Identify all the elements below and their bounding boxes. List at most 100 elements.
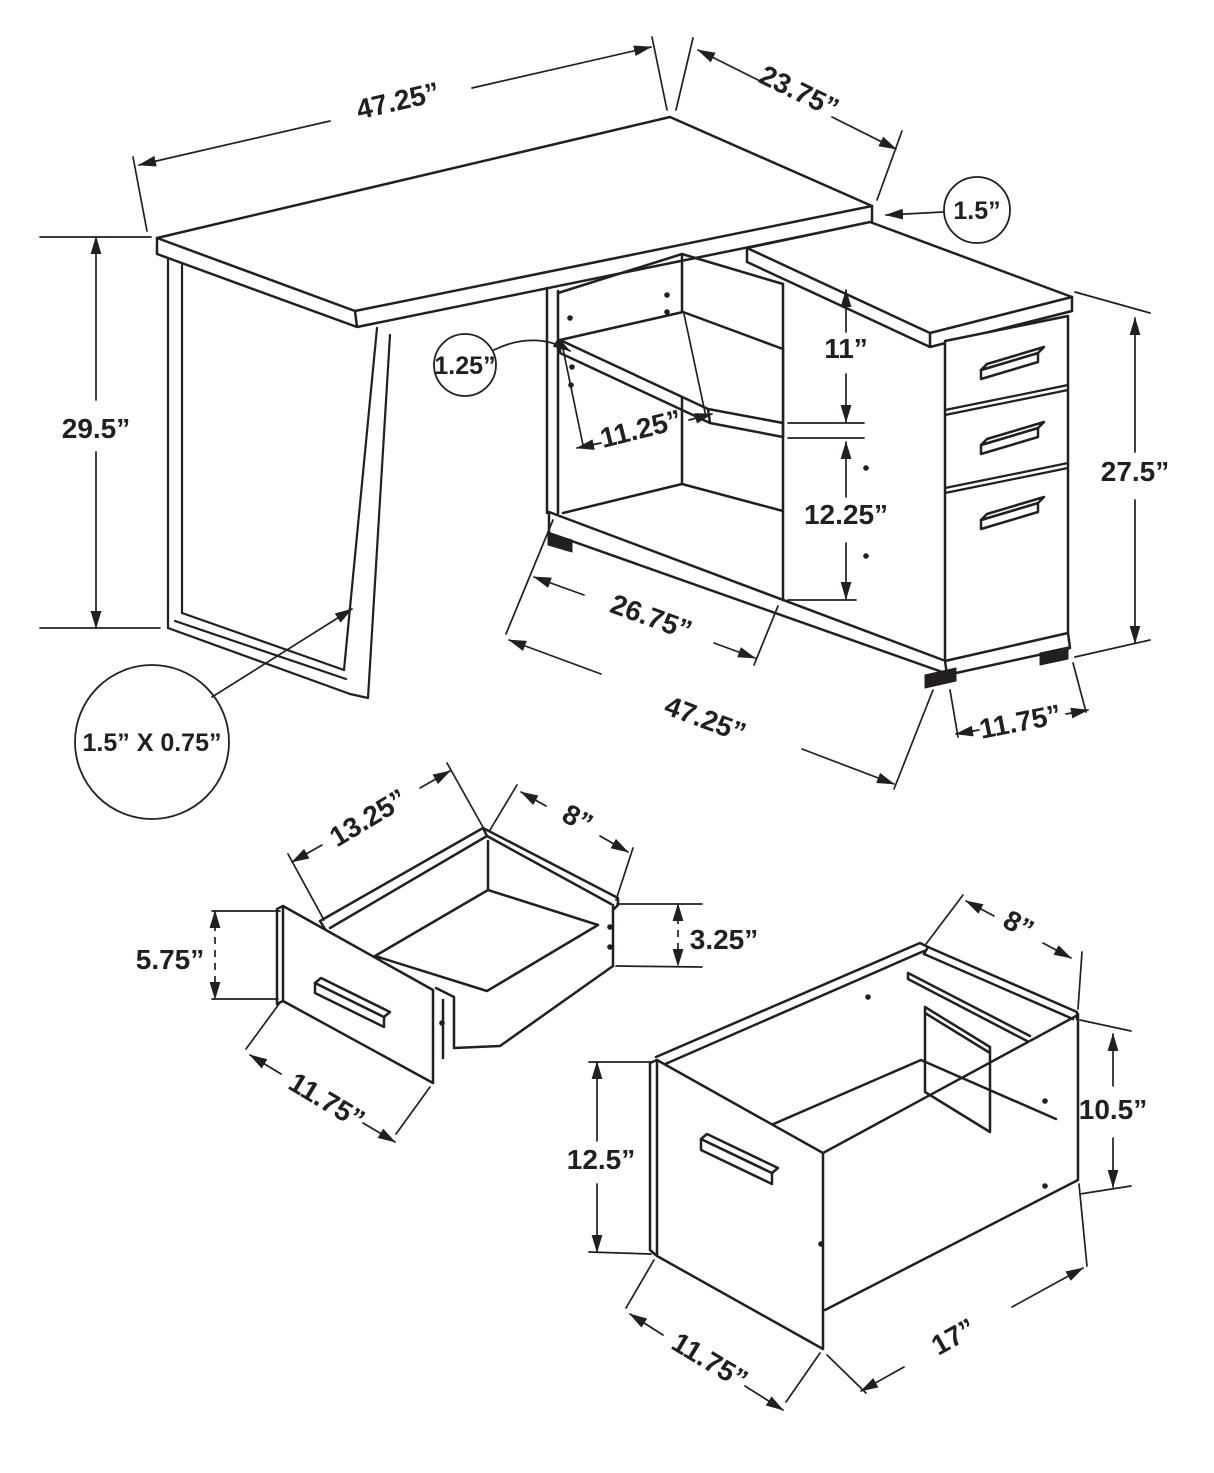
drawer-left-wall xyxy=(654,941,930,1067)
dimension-line xyxy=(965,900,995,917)
top-thickness-label: 1.5” xyxy=(953,197,1000,225)
dimension-line xyxy=(138,120,331,167)
screw-hole-dot xyxy=(818,1241,824,1247)
pedestal-foot xyxy=(1039,646,1069,666)
leg-bottom-bar xyxy=(166,611,352,696)
inner-divider xyxy=(923,1005,992,1134)
dim-file-inner-depth: 8” xyxy=(925,894,1083,1010)
drawer-handle-top xyxy=(699,1132,780,1175)
desk-top xyxy=(155,115,874,329)
dimension-line xyxy=(801,748,895,785)
dim-overall-width: 47.25” xyxy=(508,639,934,790)
drawer-divider xyxy=(943,383,1070,417)
dim-upper-opening: 11” xyxy=(787,289,868,439)
shelf-pin-dot xyxy=(863,553,869,559)
screw-hole-dot xyxy=(439,1020,445,1026)
dimension-line xyxy=(1011,1267,1084,1308)
hanging-rail xyxy=(906,971,1032,1043)
dim-top-length-label: 47.25” xyxy=(353,76,442,125)
dim-open-section-label: 26.75” xyxy=(606,588,696,646)
dim-small-face-height: 5.75” xyxy=(136,910,281,1000)
dimension-line xyxy=(955,725,980,737)
screw-hole-dot xyxy=(567,315,573,321)
leader-line xyxy=(885,208,944,220)
drawer-bottom-edge xyxy=(452,964,615,1050)
dim-pedestal-depth: 11.75” xyxy=(949,662,1089,745)
shelf-thickness-label: 1.25” xyxy=(434,352,495,380)
leg-profile-label: 1.5” X 0.75” xyxy=(83,729,222,757)
extension-line xyxy=(625,1259,821,1403)
dimension-line xyxy=(599,835,629,853)
dimension-line xyxy=(508,639,602,675)
dimension-line xyxy=(576,439,602,450)
drawer-pedestal xyxy=(863,314,1072,689)
pedestal-foot xyxy=(924,667,957,689)
desk-top-edge xyxy=(155,204,874,329)
screw-hole-dot xyxy=(607,944,613,950)
extension-line xyxy=(287,762,485,921)
cabinet-floor-edges xyxy=(561,482,785,515)
dimension-line xyxy=(697,49,761,82)
callout-top-thickness: 1.5” xyxy=(885,176,1011,244)
dim-upper-opening-label: 11” xyxy=(824,333,868,364)
return-top xyxy=(745,220,1074,349)
dim-file-side-height: 10.5” xyxy=(1079,1019,1147,1195)
tick-line xyxy=(615,903,703,968)
screw-hole-dot xyxy=(865,994,871,1000)
dimension-line xyxy=(291,844,323,863)
dim-overall-height: 29.5” xyxy=(39,236,161,629)
drawer-front-wall-sliver xyxy=(434,986,456,1060)
dim-small-face-height-label: 5.75” xyxy=(136,944,205,975)
dimension-line xyxy=(419,770,451,789)
dimension-line xyxy=(471,45,652,89)
file-drawer-box xyxy=(648,941,1080,1351)
corner-shelf-top xyxy=(558,310,785,425)
dim-pedestal-depth-label: 11.75” xyxy=(977,699,1064,745)
dimension-line xyxy=(249,1054,282,1075)
extension-line xyxy=(675,37,903,201)
dim-shelf-depth-label: 11.25” xyxy=(597,404,685,454)
dim-lower-opening: 12.25” xyxy=(787,441,888,601)
drawer-side-panel xyxy=(821,1012,1080,1312)
shelf-pin-dot xyxy=(863,465,869,471)
callout-circle xyxy=(433,333,497,397)
base-platform-front xyxy=(547,510,947,675)
leader-line xyxy=(211,608,353,698)
dimension-line xyxy=(520,791,547,807)
dimension-line xyxy=(362,1122,396,1143)
screw-hole-dot xyxy=(607,924,613,930)
desk-top-surface xyxy=(155,115,874,313)
dimension-line xyxy=(860,1366,905,1392)
drawer-back-wall xyxy=(922,945,1079,1021)
dim-small-inner-length-label: 13.25” xyxy=(324,783,412,853)
extension-line xyxy=(245,1003,431,1135)
dim-file-face-height-label: 12.5” xyxy=(567,1144,636,1175)
tick-line xyxy=(211,910,281,1000)
dim-small-face-width-label: 11.75” xyxy=(284,1066,371,1135)
dim-small-inner-height-label: 3.25” xyxy=(690,924,759,955)
drawer-handle-top xyxy=(979,420,1046,447)
dim-top-depth-label: 23.75” xyxy=(755,59,844,124)
extension-line xyxy=(489,784,634,901)
extension-line xyxy=(132,36,668,232)
dim-file-side-length-label: 17” xyxy=(926,1312,981,1361)
back-right-wall-top xyxy=(680,252,785,286)
callout-leg-profile: 1.5” X 0.75” xyxy=(74,608,353,820)
dimension-line xyxy=(831,116,897,150)
dim-overall-height-label: 29.5” xyxy=(62,413,131,444)
dim-small-inner-depth-label: 8” xyxy=(557,798,598,839)
extension-line xyxy=(826,1183,1088,1394)
tick-line xyxy=(1079,1019,1132,1195)
dimension-line xyxy=(744,1385,784,1411)
screw-hole-dot xyxy=(1042,1098,1048,1104)
extension-line xyxy=(505,519,779,666)
screw-hole-dot xyxy=(664,292,670,298)
dim-lower-opening-label: 12.25” xyxy=(804,499,888,530)
drawer-face xyxy=(655,1058,825,1351)
drawer-handle-top xyxy=(979,345,1046,372)
drawer-face-edge xyxy=(275,904,285,1006)
dim-overall-width-label: 47.25” xyxy=(661,690,751,748)
drawer-divider xyxy=(943,461,1070,495)
dimension-line xyxy=(629,1313,664,1336)
